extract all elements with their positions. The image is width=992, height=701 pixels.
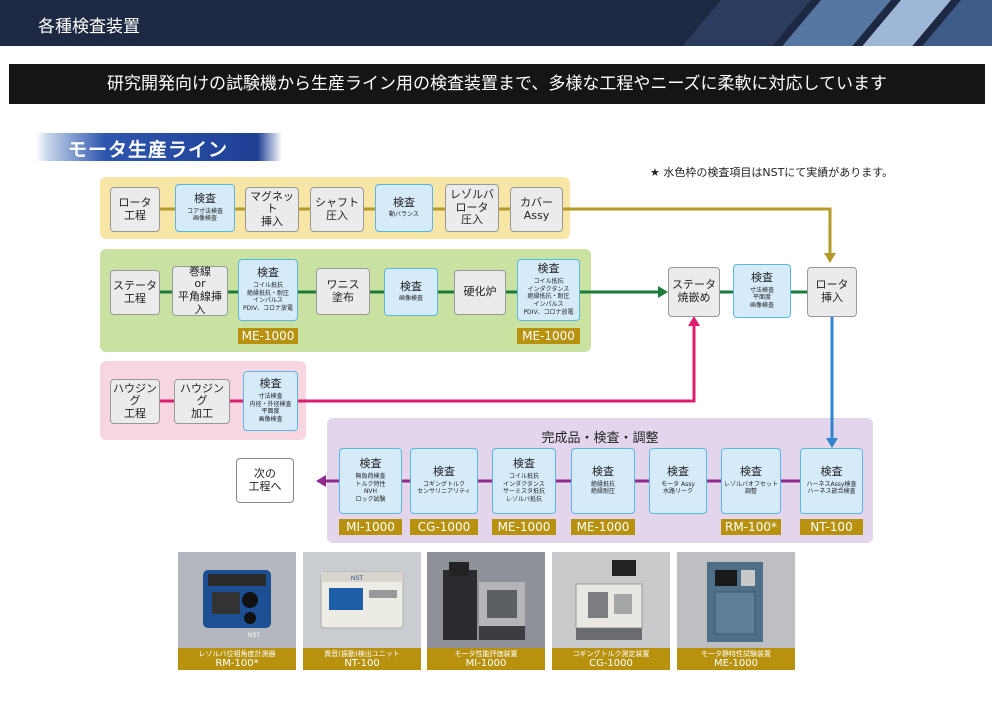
final-model-tag: MI-1000 bbox=[339, 519, 402, 535]
rotor-inspect-box-1: 検査コア寸法検査 画像検査 bbox=[175, 184, 235, 232]
housing-inspect-box: 検査寸法検査 内径・外径検査 平面度 画像検査 bbox=[243, 371, 298, 431]
inspect-detail: 無負荷検査 トルク特性 NVH ロック試験 bbox=[355, 472, 386, 504]
product-model: RM-100* bbox=[215, 658, 259, 669]
inspect-detail: コイル抵抗 インダクタンス サーミスタ抵抗 レゾルバ抵抗 bbox=[502, 472, 545, 504]
motor-evaluator-image bbox=[427, 552, 545, 648]
resolver-meter-image: NST bbox=[178, 552, 296, 648]
furnace-box: 硬化炉 bbox=[454, 270, 506, 315]
final-inspect-box: 検査モータ Assy 水路リーク bbox=[649, 448, 707, 514]
product-logo-text: NST bbox=[351, 576, 363, 582]
product-name: コギングトルク測定装置 bbox=[572, 650, 650, 658]
merge-inspect-box: 検査寸法検査 平面度 画像検査 bbox=[733, 264, 791, 318]
inspect-detail: 画像検査 bbox=[398, 295, 423, 303]
final-inspect-box: 検査コイル抵抗 インダクタンス サーミスタ抵抗 レゾルバ抵抗 bbox=[492, 448, 556, 514]
inspect-title: 検査 bbox=[257, 266, 279, 280]
inspect-detail: コイル抵抗 絶縁抵抗・耐圧 インパルス PDIV、コロナ放電 bbox=[242, 281, 294, 313]
final-title: 完成品・検査・調整 bbox=[541, 431, 659, 446]
inspect-title: 検査 bbox=[393, 195, 415, 209]
note-text: ★ 水色枠の検査項目はNSTにて実績があります。 bbox=[650, 166, 894, 179]
inspect-detail: モータ Assy 水路リーク bbox=[661, 480, 695, 496]
section-title: モータ生産ライン bbox=[36, 133, 282, 161]
cover-assy-box: カバー Assy bbox=[510, 187, 563, 232]
stator-tag-2: ME-1000 bbox=[517, 328, 580, 344]
housing-work-box: ハウジング 加工 bbox=[174, 379, 230, 424]
product-name: 異音(振動)検出ユニット bbox=[324, 650, 400, 658]
shaft-press-box: シャフト 圧入 bbox=[310, 187, 364, 232]
inspect-title: 検査 bbox=[592, 464, 614, 478]
noise-detector-image: NST bbox=[303, 552, 421, 648]
inspect-detail: コア寸法検査 画像検査 bbox=[186, 207, 223, 223]
cogging-tester-image bbox=[552, 552, 670, 648]
inspect-detail: 寸法検査 内径・外径検査 平面度 画像検査 bbox=[249, 392, 292, 424]
inspect-title: 検査 bbox=[751, 270, 773, 284]
final-model-tag: RM-100* bbox=[721, 519, 781, 535]
stator-tag-1: ME-1000 bbox=[238, 328, 298, 344]
product-photo-cg1000 bbox=[552, 552, 670, 648]
final-inspect-box: 検査レゾルバオフセット 調整 bbox=[721, 448, 781, 514]
next-process-box: 次の 工程へ bbox=[236, 458, 294, 503]
motor-static-tester-image bbox=[677, 552, 795, 648]
final-inspect-box: 検査コギングトルク センサリニアリティ bbox=[410, 448, 478, 514]
stator-inspect-box-1: 検査コイル抵抗 絶縁抵抗・耐圧 インパルス PDIV、コロナ放電 bbox=[238, 259, 298, 321]
inspect-title: 検査 bbox=[513, 457, 535, 471]
final-model-tag: ME-1000 bbox=[571, 519, 635, 535]
inspect-detail: コイル抵抗 インダクタンス 絶縁抵抗・耐圧 インパルス PDIV、コロナ放電 bbox=[523, 277, 574, 317]
resolver-press-box: レゾルバ ロータ 圧入 bbox=[445, 184, 499, 232]
inspect-title: 検査 bbox=[194, 191, 216, 205]
final-model-tag: NT-100 bbox=[800, 519, 863, 535]
magnet-insert-box: マグネット 挿入 bbox=[245, 187, 299, 232]
rotor-process-box: ロータ 工程 bbox=[110, 187, 160, 232]
product-photo-nt100: NST bbox=[303, 552, 421, 648]
stator-shrink-box: ステータ 焼嵌め bbox=[668, 267, 720, 317]
page-header: 各種検査装置 bbox=[0, 0, 992, 46]
housing-process-box: ハウジング 工程 bbox=[110, 379, 160, 424]
final-inspect-box: 検査絶縁抵抗 絶縁耐圧 bbox=[571, 448, 635, 514]
inspect-title: 検査 bbox=[820, 464, 843, 478]
inspect-detail: 絶縁抵抗 絶縁耐圧 bbox=[590, 480, 615, 496]
final-model-tag: CG-1000 bbox=[410, 519, 478, 535]
varnish-box: ワニス 塗布 bbox=[316, 268, 370, 315]
product-model: CG-1000 bbox=[589, 658, 633, 669]
product-model: ME-1000 bbox=[713, 658, 758, 669]
product-photo-rm100: NST bbox=[178, 552, 296, 648]
rotor-inspect-box-2: 検査動バランス bbox=[375, 184, 433, 232]
final-inspect-box: 検査ハーネスAssy検査 ハーネス嵌合検査 bbox=[800, 448, 863, 514]
final-inspect-box: 検査無負荷検査 トルク特性 NVH ロック試験 bbox=[339, 448, 402, 514]
inspect-detail: ハーネスAssy検査 ハーネス嵌合検査 bbox=[806, 480, 857, 496]
product-model: MI-1000 bbox=[465, 658, 507, 669]
final-model-tag: ME-1000 bbox=[492, 519, 556, 535]
product-name: モータ静特性試験装置 bbox=[701, 650, 771, 658]
section-title-label: モータ生産ライン bbox=[68, 139, 229, 161]
product-photo-mi1000 bbox=[427, 552, 545, 648]
product-photo-me1000 bbox=[677, 552, 795, 648]
inspect-title: 検査 bbox=[740, 464, 762, 478]
inspect-detail: 寸法検査 平面度 画像検査 bbox=[749, 286, 774, 310]
page-title: 各種検査装置 bbox=[38, 17, 140, 37]
inspect-title: 検査 bbox=[667, 464, 689, 478]
product-name: モータ性能評価装置 bbox=[454, 650, 518, 658]
inspect-title: 検査 bbox=[537, 262, 560, 276]
product-name: レゾルバ位相角度計測器 bbox=[198, 650, 276, 658]
inspect-title: 検査 bbox=[259, 377, 282, 391]
stator-inspect-box-3: 検査コイル抵抗 インダクタンス 絶縁抵抗・耐圧 インパルス PDIV、コロナ放電 bbox=[517, 259, 580, 321]
product-logo-text: NST bbox=[248, 633, 260, 639]
inspect-title: 検査 bbox=[359, 457, 382, 471]
intro-banner: 研究開発向けの試験機から生産ライン用の検査装置まで、多様な工程やニーズに柔軟に対… bbox=[9, 64, 985, 104]
inspect-detail: レゾルバオフセット 調整 bbox=[723, 480, 778, 496]
inspect-title: 検査 bbox=[433, 464, 455, 478]
product-model: NT-100 bbox=[344, 658, 380, 669]
inspect-detail: コギングトルク センサリニアリティ bbox=[417, 480, 471, 496]
stator-process-box: ステータ 工程 bbox=[110, 270, 160, 315]
rotor-insert-box: ロータ 挿入 bbox=[807, 267, 857, 317]
stator-inspect-box-2: 検査画像検査 bbox=[384, 268, 438, 316]
inspect-detail: 動バランス bbox=[389, 211, 419, 219]
winding-box: 巻線 or 平角線挿入 bbox=[172, 265, 228, 316]
inspect-title: 検査 bbox=[400, 279, 422, 293]
